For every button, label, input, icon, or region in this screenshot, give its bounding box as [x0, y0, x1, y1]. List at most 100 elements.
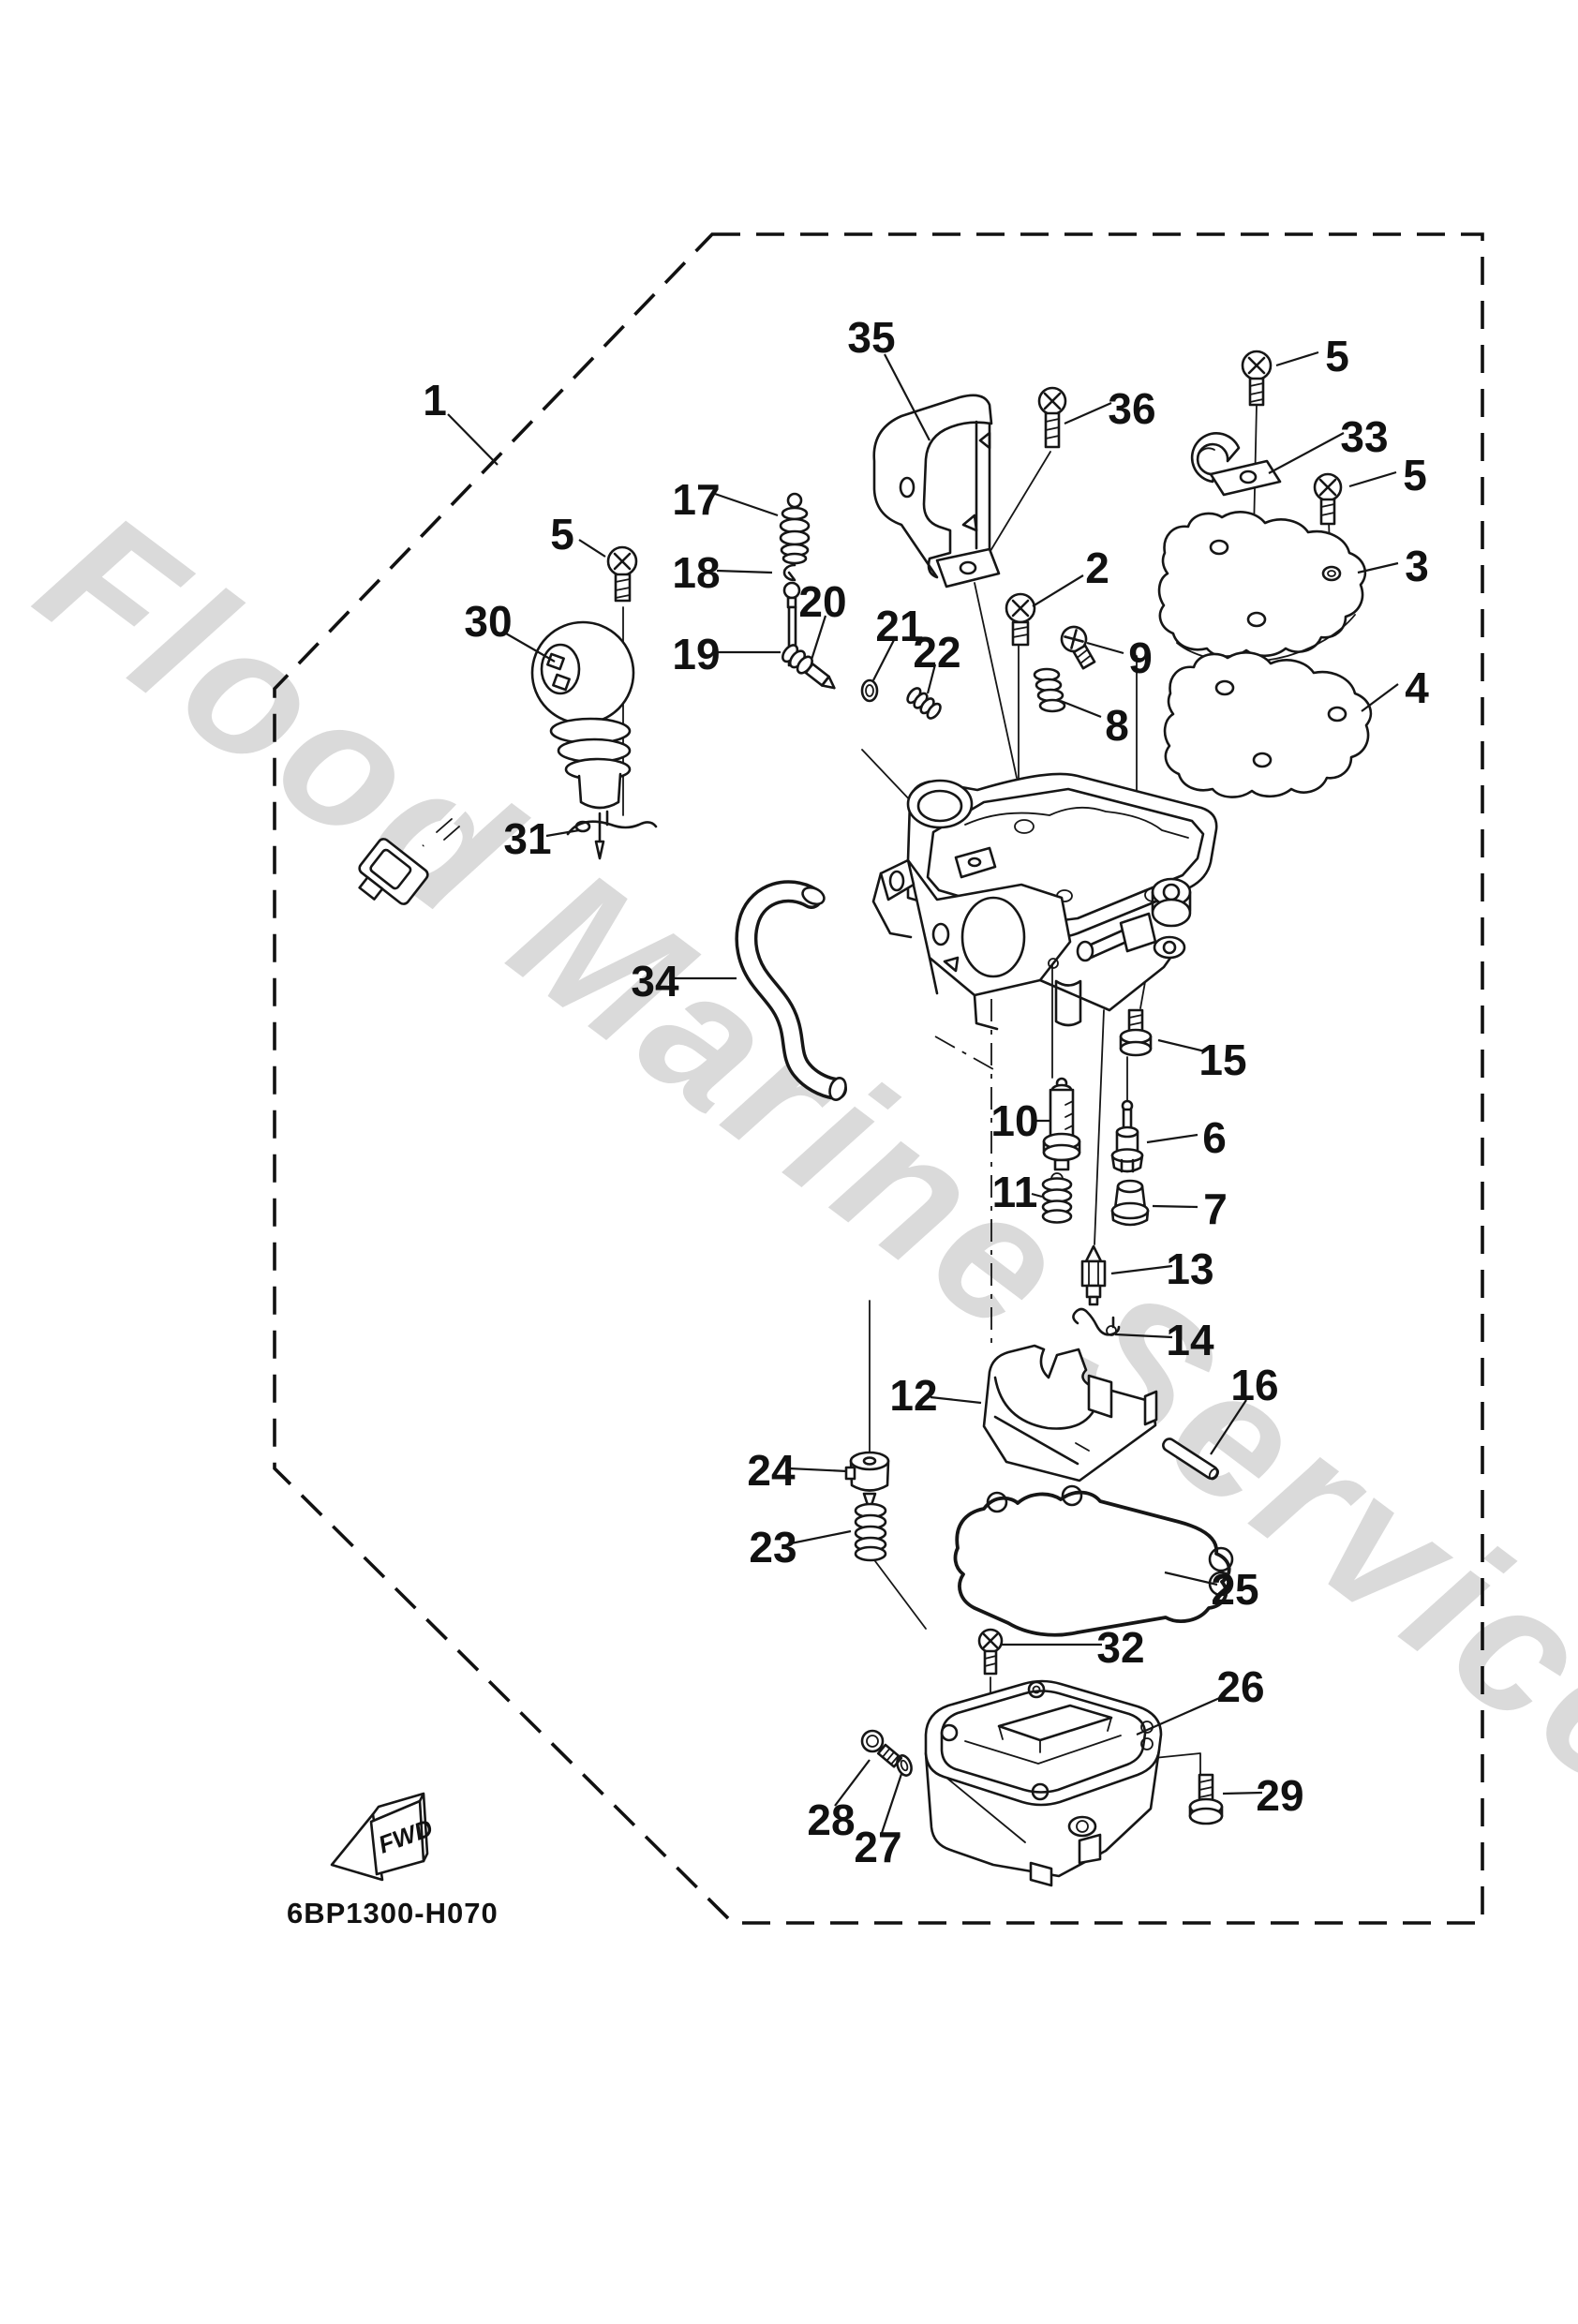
part-clip-31: [566, 810, 658, 836]
leader-line-4: [1361, 683, 1399, 712]
part-carburetor-body: [871, 772, 1218, 1031]
part-screw-5-left: [606, 545, 638, 603]
part-spring-11: [1041, 1172, 1073, 1224]
callout-11: 11: [992, 1168, 1038, 1216]
callout-24: 24: [747, 1446, 796, 1495]
callout-19: 19: [672, 630, 720, 678]
part-pivot-24: [844, 1451, 890, 1514]
leader-line-3: [1357, 561, 1399, 574]
callout-17: 17: [672, 475, 720, 524]
callout-36: 36: [1108, 384, 1155, 433]
callout-32: 32: [1096, 1623, 1144, 1672]
leader-line-36: [1064, 401, 1112, 425]
leader-line-8: [1060, 699, 1102, 719]
leader-line-24: [788, 1467, 848, 1473]
callout-8: 8: [1105, 701, 1129, 750]
leader-line-16: [1210, 1399, 1247, 1455]
part-clip-18: [782, 563, 796, 582]
leader-line-18: [716, 569, 773, 574]
callout-1: 1: [423, 376, 447, 425]
leader-line-9: [1086, 641, 1124, 655]
part-bracket-35: [872, 394, 1001, 588]
part-gasket-4: [1163, 651, 1373, 798]
part-screw-2: [1005, 592, 1036, 647]
callout-4: 4: [1405, 663, 1429, 712]
callout-33: 33: [1340, 412, 1388, 461]
callout-30: 30: [464, 597, 512, 646]
leader-line-13: [1110, 1264, 1173, 1275]
part-code: 6BP1300-H070: [287, 1897, 499, 1929]
callout-7: 7: [1203, 1184, 1228, 1233]
leader-line-5: [1348, 470, 1397, 488]
leader-line-31: [545, 828, 580, 838]
leader-line-25: [1164, 1571, 1218, 1587]
callout-23: 23: [749, 1523, 796, 1572]
callout-10: 10: [990, 1096, 1038, 1145]
callout-2: 2: [1085, 544, 1109, 592]
leader-line-1: [447, 413, 499, 466]
part-spring-8: [1033, 667, 1066, 713]
leader-line-22: [926, 663, 937, 694]
callout-5: 5: [550, 510, 574, 559]
callout-18: 18: [672, 548, 720, 597]
callout-6: 6: [1202, 1113, 1227, 1162]
part-needle-valve-13: [1080, 1244, 1107, 1306]
callout-5: 5: [1325, 332, 1349, 380]
part-solenoid-30: [358, 620, 635, 905]
leader-line-35: [884, 353, 930, 441]
callout-34: 34: [631, 957, 679, 1006]
part-screw-5-midright: [1313, 472, 1343, 526]
leader-line-28: [834, 1759, 871, 1807]
leader-line-15: [1157, 1038, 1206, 1053]
part-screw-9: [1060, 625, 1096, 670]
leader-line-20: [810, 615, 827, 661]
leader-line-6: [1146, 1133, 1198, 1144]
part-screw-36: [1037, 386, 1067, 449]
leader-line-2: [1032, 574, 1084, 607]
part-screw-29: [1188, 1773, 1224, 1825]
part-screw-5-topright: [1241, 350, 1273, 407]
callout-13: 13: [1166, 1244, 1213, 1293]
leader-line-17: [714, 492, 779, 517]
part-nozzle-10: [1042, 1077, 1081, 1171]
leader-line-33: [1268, 432, 1345, 474]
part-clamp-33: [1190, 432, 1282, 497]
part-oring-21: [860, 678, 879, 703]
callout-5: 5: [1403, 451, 1427, 499]
callout-29: 29: [1256, 1771, 1303, 1820]
leader-line-12: [930, 1395, 982, 1405]
callout-12: 12: [889, 1371, 937, 1420]
part-screw-32: [977, 1628, 1004, 1676]
callout-14: 14: [1166, 1316, 1214, 1364]
fwd-arrow: FWD: [330, 1792, 437, 1882]
callout-22: 22: [913, 628, 960, 677]
leader-line-29: [1222, 1791, 1263, 1795]
part-jet-6: [1110, 1099, 1144, 1173]
diagram-border: [273, 232, 1484, 1925]
part-washer-27: [896, 1754, 913, 1777]
leader-line-23: [790, 1529, 852, 1545]
part-screw-15: [1119, 1008, 1153, 1057]
part-clip-14: [1072, 1307, 1121, 1336]
callout-15: 15: [1198, 1035, 1246, 1084]
leader-line-27: [880, 1773, 903, 1834]
part-spring-22: [906, 687, 942, 720]
part-float-chamber-26: [924, 1679, 1163, 1887]
leader-line-30: [505, 633, 556, 663]
parts-layer: FWD 6BP1300-H070: [287, 350, 1373, 1929]
leader-line-14: [1114, 1333, 1173, 1339]
part-cap-7: [1110, 1179, 1150, 1227]
callout-35: 35: [847, 313, 895, 362]
part-spring-23: [854, 1502, 887, 1562]
part-plate-3: [1157, 511, 1367, 663]
callout-16: 16: [1230, 1361, 1278, 1409]
leader-line-5: [1275, 350, 1319, 367]
callout-31: 31: [503, 814, 551, 863]
part-hose-34: [735, 880, 847, 1101]
part-plunger-17: [779, 492, 811, 565]
leader-line-5: [578, 539, 606, 558]
part-float-12: [982, 1344, 1158, 1482]
